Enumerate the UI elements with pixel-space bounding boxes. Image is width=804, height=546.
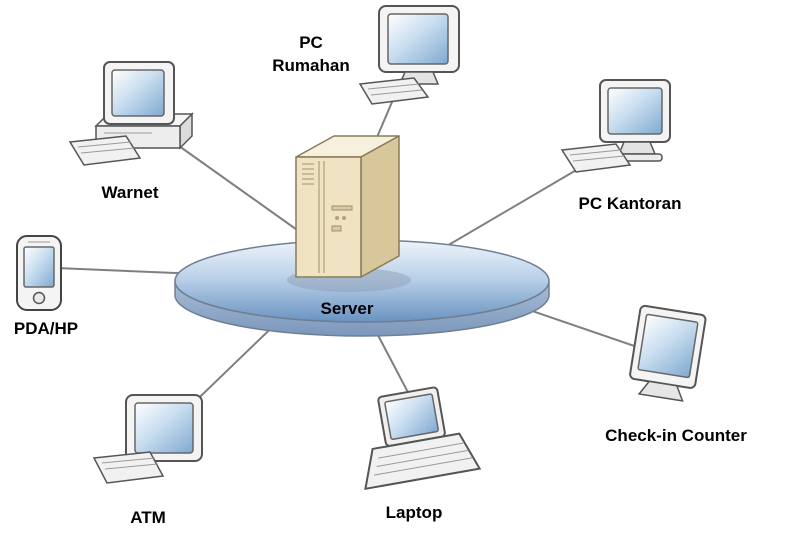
warnet-keyboard-keys2 bbox=[80, 147, 135, 154]
node-warnet-icon bbox=[68, 61, 194, 166]
laptop-keys-row2 bbox=[376, 449, 469, 467]
pc-rumahan-screen bbox=[387, 13, 449, 65]
edge-server-pda-hp bbox=[55, 267, 201, 275]
server-led-1 bbox=[335, 216, 339, 220]
warnet-screen bbox=[111, 69, 165, 117]
atm-keyboard-keys2 bbox=[104, 463, 159, 470]
pc-rumahan-keyboard-keys2 bbox=[370, 89, 423, 96]
atm-screen bbox=[134, 402, 194, 454]
laptop-keys-row1 bbox=[378, 442, 464, 459]
node-pc-kantoran-icon bbox=[560, 79, 671, 173]
atm-keyboard-keys bbox=[101, 457, 156, 464]
label-pc-rumahan-line1: PC bbox=[299, 33, 323, 52]
laptop-screen bbox=[384, 393, 439, 440]
pc-kantoran-keyboard bbox=[560, 143, 632, 173]
pc-kantoran-keyboard-keys2 bbox=[572, 155, 625, 162]
label-laptop: Laptop bbox=[386, 503, 443, 522]
pc-kantoran-screen bbox=[607, 87, 663, 135]
server-led-2 bbox=[342, 216, 346, 220]
node-pda-hp-icon bbox=[16, 235, 62, 311]
pc-rumahan-keyboard-keys bbox=[367, 83, 420, 90]
server-drive-slot bbox=[331, 205, 353, 211]
server-tower-side bbox=[360, 135, 400, 278]
atm-keyboard bbox=[92, 451, 165, 484]
node-atm-icon bbox=[92, 394, 203, 484]
check-in-screen bbox=[637, 313, 699, 379]
label-atm: ATM bbox=[130, 508, 166, 527]
pc-kantoran-keyboard-keys bbox=[569, 149, 622, 156]
laptop-base bbox=[364, 432, 482, 491]
node-laptop-icon bbox=[364, 386, 482, 491]
laptop-keys-row3 bbox=[374, 457, 473, 476]
edge-server-pc-kantoran bbox=[439, 161, 591, 251]
edge-server-warnet bbox=[164, 135, 301, 233]
pda-screen bbox=[23, 246, 55, 288]
server-tower-front bbox=[295, 156, 362, 278]
label-pc-kantoran: PC Kantoran bbox=[579, 194, 682, 213]
node-pc-rumahan-icon bbox=[358, 5, 460, 105]
label-warnet: Warnet bbox=[102, 183, 159, 202]
warnet-keyboard-keys bbox=[77, 141, 132, 148]
node-check-in-counter-icon bbox=[629, 304, 707, 402]
server-tower-vents bbox=[302, 161, 325, 273]
label-pc-rumahan-line2: Rumahan bbox=[272, 56, 349, 75]
server-tower-icon bbox=[295, 135, 400, 278]
pc-kantoran-monitor-neck bbox=[617, 141, 657, 155]
pc-rumahan-keyboard bbox=[358, 77, 430, 105]
pda-button bbox=[32, 291, 46, 305]
label-server: Server bbox=[321, 299, 374, 318]
label-pda-hp: PDA/HP bbox=[14, 319, 78, 338]
server-power-button bbox=[331, 225, 342, 232]
label-check-in-counter: Check-in Counter bbox=[605, 426, 747, 445]
check-in-monitor-stand bbox=[637, 380, 684, 402]
